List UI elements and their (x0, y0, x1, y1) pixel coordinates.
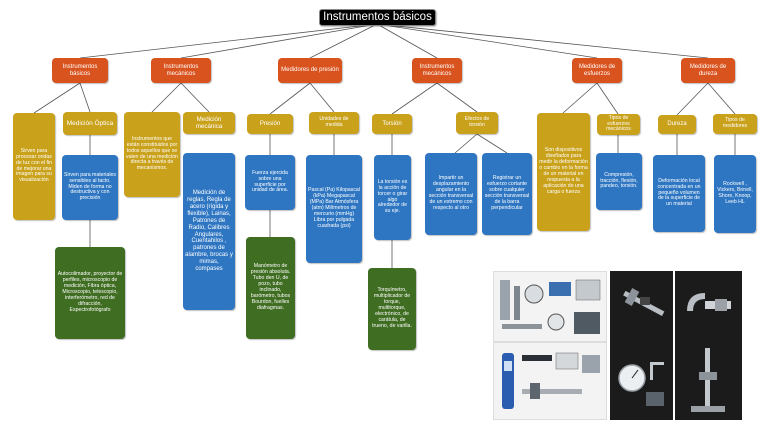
dial-gauge-illustration (618, 362, 664, 406)
category-instrumentos-basicos: Instrumentos básicos (52, 58, 108, 83)
photo-measuring-tools-set (493, 271, 607, 342)
node-unidades-medida: Unidades de medida (309, 112, 359, 134)
photo-dial-gauge (610, 342, 673, 420)
node-efectos-torsion: Efectos de torsión (456, 112, 498, 134)
node-torsion: Torsión (372, 114, 412, 134)
node-torsion-examples: Torquímetro, multiplicador de torque, mu… (368, 268, 416, 350)
node-unidades-detail: Pascal (Pa) Kilopascal (kPa) Megapascal … (306, 155, 362, 263)
micrometer-illustration (687, 293, 731, 311)
node-esfuerzos-definition: Son dispositivos diseñados para medir la… (537, 113, 590, 231)
node-medicion-optica: Medición Óptica (63, 112, 117, 135)
node-dureza-detail: Deformación local concentrada en un pequ… (653, 155, 705, 232)
node-tipos-medidores-detail: Rockwell , Vickers, Brinell, Shore, Knoo… (714, 155, 756, 233)
height-gauge-illustration (691, 348, 725, 412)
node-optica-detail: Sirven para materiales sensibles al tact… (62, 155, 118, 220)
category-instrumentos-mecanicos-torsion: Instrumentos mecánicos (412, 58, 462, 83)
node-optical-definition: Sirven para procesar ondas de luz con el… (13, 113, 55, 220)
node-tipos-medidores: Tipos de medidores (713, 114, 757, 134)
node-mecanica-detail: Medición de reglas, Regla de acero (rígi… (183, 153, 235, 310)
photo-micrometer (675, 271, 742, 342)
node-medicion-mecanica: Medición mecánica (183, 112, 235, 134)
node-optica-examples: Autocolimador, proyector de perfiles, mi… (55, 247, 125, 339)
node-presion-detail: Fuerza ejercida sobre una superficie por… (245, 155, 295, 210)
node-presion: Presión (247, 114, 293, 134)
caliper-illustration (623, 288, 665, 316)
photo-height-gauge (675, 342, 742, 420)
line-root-cat5 (376, 23, 598, 59)
digital-instruments-illustration (502, 352, 600, 409)
node-torsion-detail: La torsión es la acción de torcer o gira… (374, 155, 411, 240)
node-tipos-esfuerzos-detail: Compresión, tracción, flexión, pandeo, t… (596, 153, 642, 210)
root-title: Instrumentos básicos (319, 9, 436, 26)
category-medidores-esfuerzos: Medidores de esfuerzos (572, 58, 622, 83)
node-presion-examples: Manómetro de presión absoluta. Tubo den … (246, 237, 295, 339)
node-mecanicos-definition: Instrumentos que están constituidos por … (124, 112, 180, 197)
line-root-cat2 (180, 23, 378, 59)
line-root-cat1 (79, 23, 378, 59)
category-medidores-presion: Medidores de presión (278, 58, 342, 83)
photo-digital-instruments (493, 342, 607, 420)
category-medidores-dureza: Medidores de dureza (681, 58, 735, 83)
category-instrumentos-mecanicos: Instrumentos mecánicos (151, 58, 211, 83)
child-lines (33, 82, 736, 268)
node-efecto-desplazamiento: Impartir un desplazamiento angular en la… (425, 153, 477, 235)
node-tipos-esfuerzos: Tipos de esfuerzos mecánicos (597, 114, 640, 135)
branch-lines (79, 23, 709, 59)
photo-caliper (610, 271, 673, 342)
line-root-cat6 (376, 23, 709, 59)
line-root-cat4 (376, 23, 438, 59)
node-dureza: Dureza (658, 115, 696, 134)
measuring-tools-illustration (500, 279, 601, 334)
node-efecto-esfuerzo: Registrar un esfuerzo cortante sobre cua… (482, 153, 532, 235)
line-root-cat3 (309, 23, 378, 59)
